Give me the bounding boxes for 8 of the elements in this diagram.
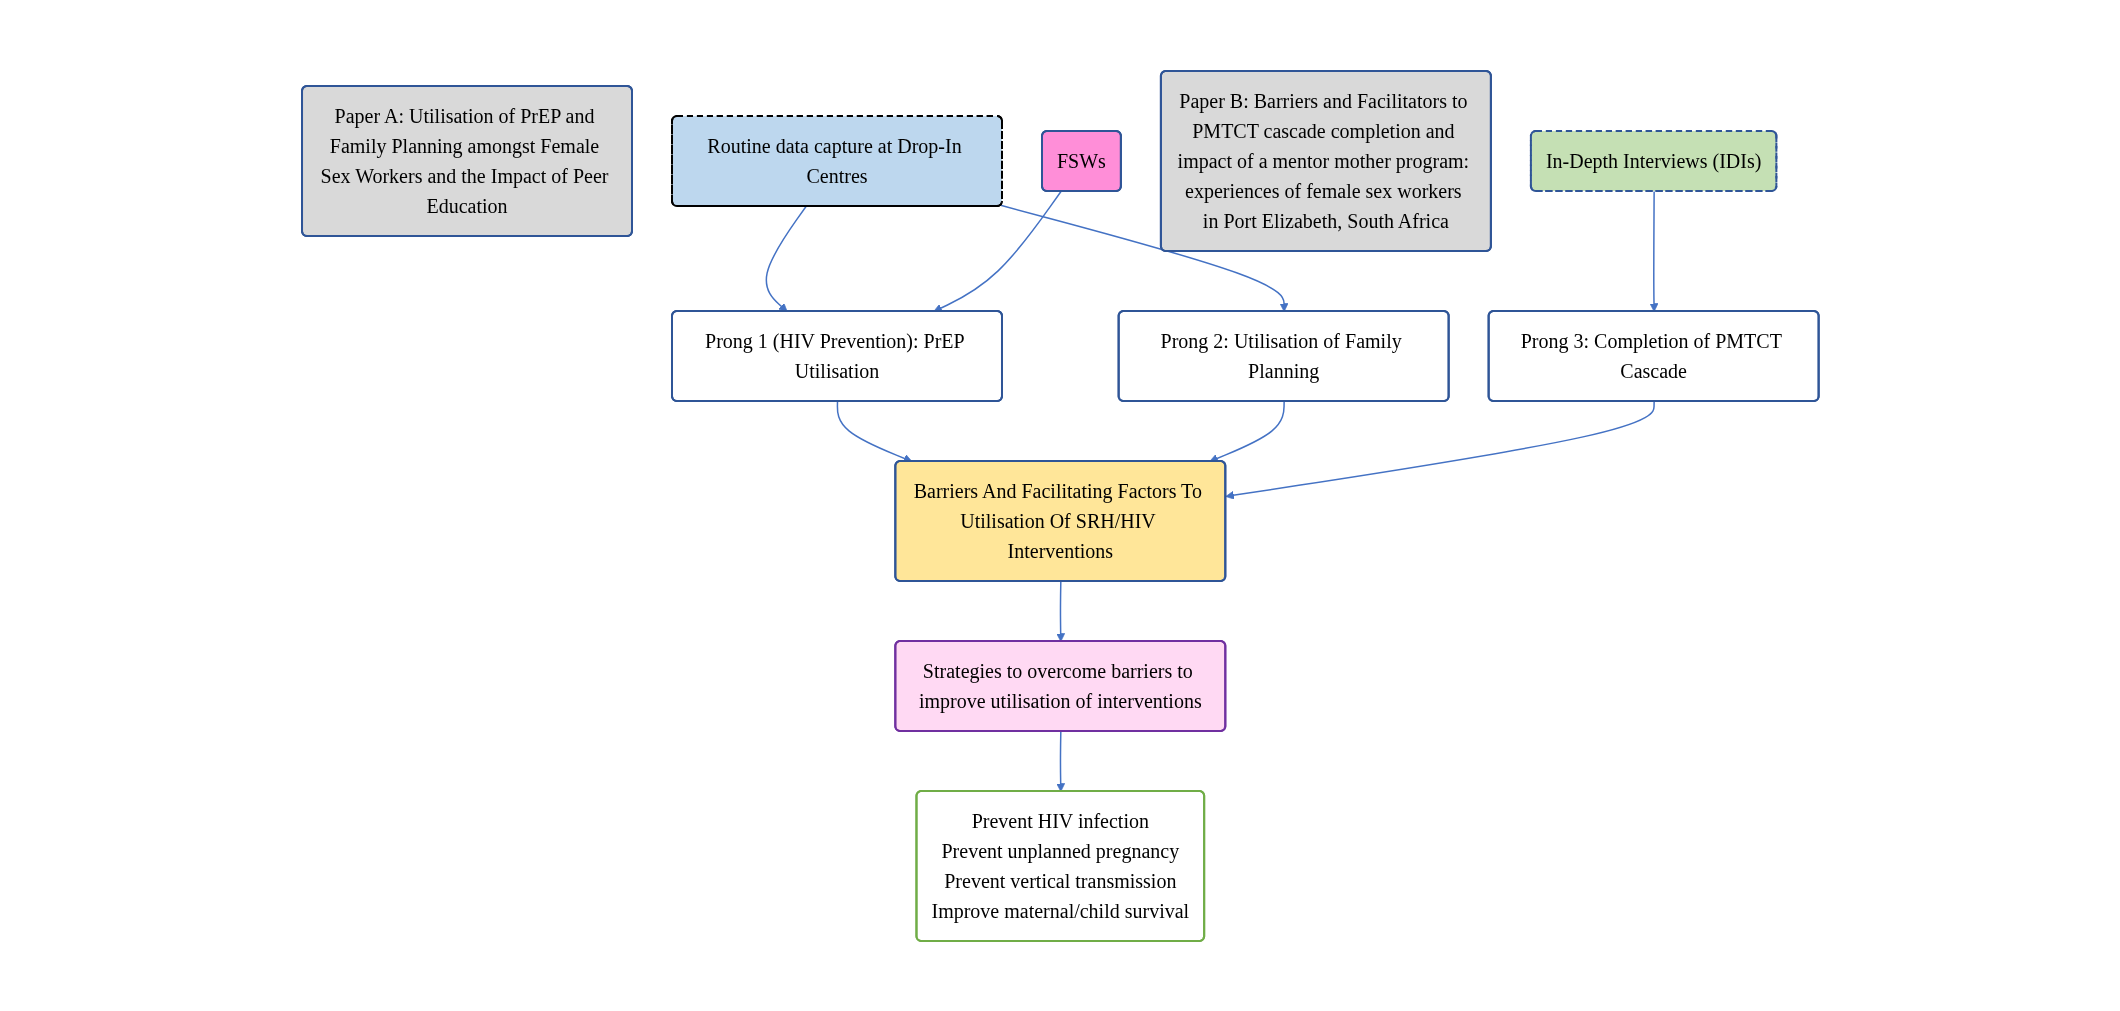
arrow [999, 204, 1289, 312]
arrow [1055, 580, 1065, 642]
arrow [933, 190, 1062, 312]
arrow [1649, 190, 1659, 312]
arrow [1225, 400, 1655, 500]
node-text: Prong 1 (HIV Prevention): PrEP Utilisation [704, 329, 964, 382]
arrow [765, 205, 807, 312]
arrow [1055, 730, 1065, 792]
